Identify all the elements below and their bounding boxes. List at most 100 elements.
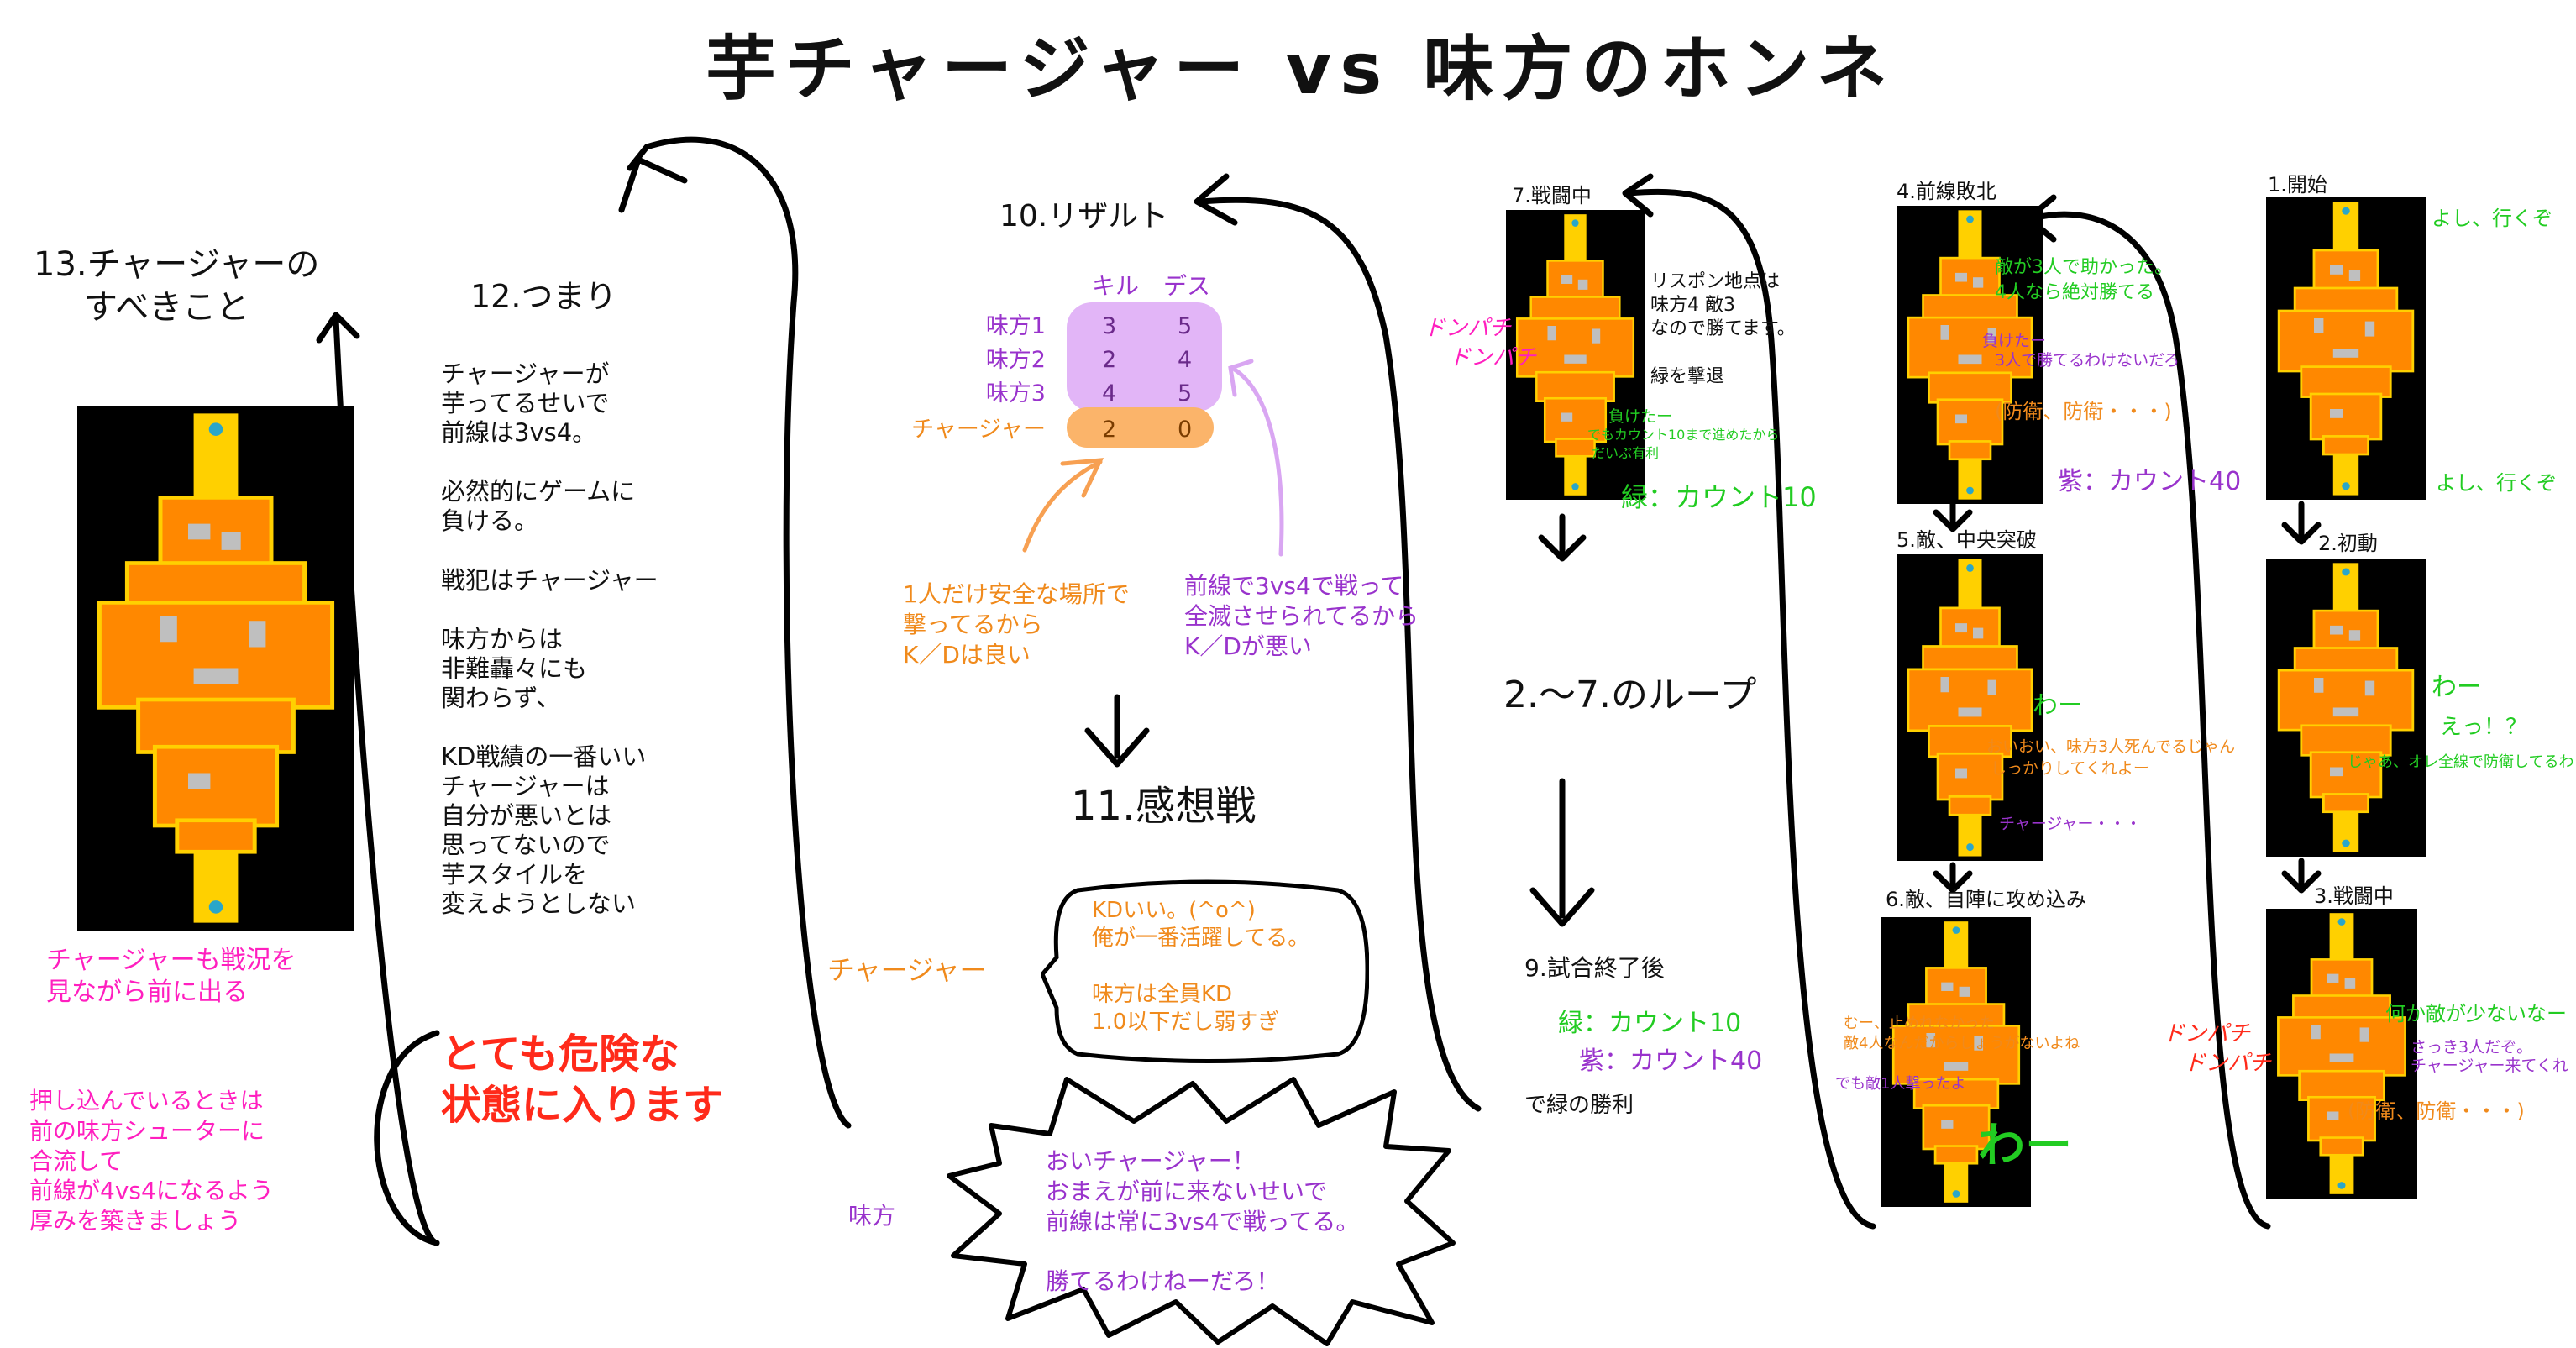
panel-9-line2: 紫：カウント40 [1579,1046,1763,1076]
panel-2-q3: じゃあ、オレ全線で防衛してるわ [2348,753,2574,771]
panel-1-quote-top: よし、行くぞ [2432,207,2552,230]
page-title: 芋チャージャー vs 味方のホンネ [706,28,1896,110]
result-charger-bg [1067,407,1214,448]
arrow-orange-note [1022,459,1103,553]
panel-12-line: 負ける。 [441,506,539,536]
panel-5-q1: わー [2033,691,2083,721]
map-panel-6 [1881,917,2031,1207]
stage-map-drawing [1907,559,2033,857]
panel-7-q3: だいぶ有利 [1592,445,1660,461]
result-row-name: チャージャー [911,417,1046,443]
ally-shout-bubble [947,1077,1456,1346]
panel-4-q1: 敵が3人で助かった。 [1995,257,2173,278]
ally-label: 味方 [848,1202,896,1230]
panel-12-line: 自分が悪いとは [441,801,612,831]
result-row-death: 5 [1178,313,1193,339]
panel-6-q3: でも敵1人撃ったよ [1835,1075,1966,1093]
map-panel-13 [77,406,354,931]
stage-map-drawing [1891,921,2021,1203]
arrow-12-to-13b [374,1030,440,1246]
col-kill-header: キル [1092,272,1140,300]
panel-1-heading: 1.開始 [2268,173,2327,197]
panel-7-q2: でもカウント10まで進めたから [1587,427,1780,443]
panel-3-q4: (防衛、防衛・・・) [2348,1099,2525,1123]
panel-12-line [441,536,658,565]
panel-3-sfx-1: ドンパチ [2163,1021,2251,1046]
panel-5-q2: おいおい、味方3人死んでるじゃん [1986,737,2236,756]
panel-12-line: 思ってないので [441,831,611,860]
panel-6-q4: わー [1978,1119,2072,1173]
map-panel-7 [1506,210,1645,500]
stage-map-drawing [1907,210,2033,500]
stage-map-drawing [2277,563,2415,852]
panel-12-line: 必然的にゲームに [441,477,636,506]
panel-6-heading: 6.敵、自陣に攻め込み [1886,888,2086,911]
map-panel-2 [2266,559,2426,857]
panel-12-line [441,595,658,625]
panel-2-q1: わー [2432,673,2482,702]
result-row-name: 味方1 [985,313,1046,339]
result-row-kill: 3 [1102,313,1117,339]
panel-12-line [441,448,658,477]
panel-9-heading: 9.試合終了後 [1524,954,1665,982]
map-panel-1 [2266,197,2426,500]
panel-12-line: 芋スタイルを [441,860,588,889]
panel-5-q4: チャージャー・・・ [1999,815,2142,833]
panel-5-q3: しっかりしてくれよー [1991,759,2149,778]
panel-3-heading: 3.戦闘中 [2314,884,2394,908]
panel-9-line3: で緑の勝利 [1524,1093,1634,1118]
result-row-death: 5 [1178,380,1193,406]
panel-4-q3: 負けたー [1982,332,2047,350]
loop-label: 2.～7.のループ [1503,674,1757,716]
panel-4-count: 紫：カウント40 [2058,467,2242,496]
panel-11-heading: 11.感想戦 [1071,783,1257,830]
panel-4-q4: 3人で勝てるわけないだろ [1995,351,2180,370]
arrow-3-to-4 [2029,211,2271,1230]
panel-4-q5: (防衛、防衛・・・) [1995,400,2172,423]
result-row-name: 味方3 [985,380,1046,406]
panel-2-q2: えっ！？ [2440,715,2528,740]
col-death-header: デス [1163,272,1211,300]
result-row-kill: 4 [1102,380,1117,406]
panel-3-q3: チャージャー来てくれ [2411,1057,2568,1075]
result-table-bg [1067,302,1222,412]
charger-bubble [1041,879,1369,1063]
stage-map-drawing [97,413,335,923]
panel-13-heading: 13.チャージャーのすべきこと [34,245,320,328]
panel-5-heading: 5.敵、中央突破 [1897,528,2037,552]
stage-map-drawing [2277,913,2406,1194]
panel-12-line: 変えようとしない [441,889,637,919]
map-panel-5 [1897,554,2043,861]
arrow-9-to-10 [1198,197,1482,1112]
panel-9-line1: 緑：カウント10 [1558,1009,1742,1038]
stage-map-drawing [2277,202,2415,496]
panel-7-heading: 7.戦闘中 [1512,184,1592,207]
result-row-death: 4 [1178,347,1193,373]
panel-3-q2: さっき3人だぞ。 [2411,1038,2533,1057]
panel-6-q2: 敵4人なんだからしょうがないよね [1844,1035,2080,1052]
panel-3-q1: 何か敵が少ないなー [2385,1002,2567,1025]
panel-1-quote-bottom: よし、行くぞ [2436,471,2557,495]
panel-12-body: チャージャーが芋ってるせいで前線は3vs4。 必然的にゲームに負ける。 戦犯はチ… [441,359,658,919]
panel-7-count: 緑：カウント10 [1621,481,1817,513]
ally-bubble-text: おいチャージャー！おまえが前に来ないせいで前線は常に3vs4で戦ってる。 勝てる… [1046,1147,1360,1296]
map-panel-4 [1897,206,2043,504]
panel-12-line: 非難轟々にも [441,653,588,683]
arrow-12-to-13 [627,136,852,1129]
panel-6-q1: むー、止めれなかった [1844,1015,1995,1032]
result-row-name: 味方2 [985,347,1046,373]
tip-1: チャージャーも戦況を見ながら前に出る [46,946,296,1008]
panel-7-sfx-1: ドンパチ [1424,316,1512,341]
panel-12-line: チャージャーは [441,772,610,801]
panel-12-line [441,713,658,742]
result-row-death: 0 [1178,417,1193,443]
charger-label: チャージャー [827,954,987,986]
panel-7-q1: 負けたー [1608,407,1673,426]
tip-2: 押し込んでいるときは前の味方シューターに合流して前線が4vs4になるよう厚みを築… [29,1087,274,1235]
panel-4-heading: 4.前線敗北 [1897,180,1996,203]
